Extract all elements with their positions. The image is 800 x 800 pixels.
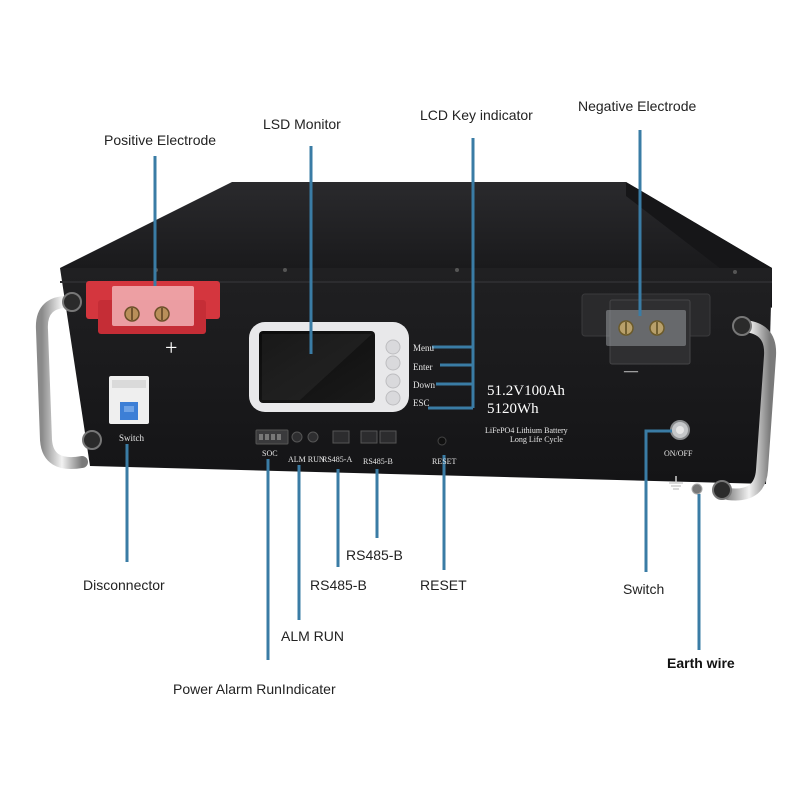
label-reset: RESET: [420, 577, 467, 593]
leader-lines: [125, 130, 701, 660]
label-rs485-b-upper: RS485-B: [346, 547, 403, 563]
ground-symbol: [669, 476, 683, 490]
label-switch: Switch: [623, 581, 665, 597]
left-handle: [35, 295, 88, 469]
plus-sign: +: [165, 335, 178, 360]
power-switch: [670, 420, 690, 440]
key-enter-label: Enter: [413, 362, 433, 372]
lcd-keys: [385, 339, 401, 406]
spec-chemistry: LiFePO4 Lithium Battery: [485, 426, 568, 435]
label-disconnector: Disconnector: [83, 577, 165, 593]
breaker-switch-label: Switch: [119, 433, 145, 443]
rs485-a-port: [332, 430, 350, 444]
leader-switch: [644, 429, 672, 572]
label-rs485-b-lower: RS485-B: [310, 577, 367, 593]
label-power-alarm: Power Alarm RunIndicater: [173, 681, 336, 697]
negative-terminal: [581, 293, 711, 365]
on-off-label: ON/OFF: [664, 449, 693, 458]
label-negative-electrode: Negative Electrode: [578, 98, 697, 114]
spec-voltage-capacity: 51.2V100Ah: [487, 383, 565, 399]
rs485-a-panel-label: RS485-A: [322, 455, 353, 464]
rs485-b-port: [360, 430, 397, 444]
spec-cycle: Long Life Cycle: [510, 435, 563, 444]
label-alm-run: ALM RUN: [281, 628, 345, 644]
circuit-breaker: [109, 376, 149, 424]
lcd-display: [249, 322, 409, 412]
reset-button: [437, 436, 447, 446]
spec-energy: 5120Wh: [487, 401, 539, 417]
right-handle: [722, 320, 777, 501]
minus-sign: —: [624, 364, 638, 379]
key-down-label: Down: [413, 380, 435, 390]
label-lsd-monitor: LSD Monitor: [263, 116, 341, 132]
rs485-b-panel-label: RS485-B: [363, 457, 393, 466]
label-positive-electrode: Positive Electrode: [104, 132, 217, 148]
key-esc-label: ESC: [413, 398, 430, 408]
reset-panel-label: RESET: [432, 457, 457, 466]
soc-label: SOC: [262, 449, 278, 458]
positive-terminal: [86, 281, 220, 334]
label-lcd-key-indicator: LCD Key indicator: [420, 107, 533, 123]
soc-indicator: [255, 429, 319, 445]
alm-run-panel-label: ALM RUN: [288, 455, 325, 464]
battery-top-panel: [60, 182, 772, 268]
lcd-key-bracket: [428, 138, 475, 410]
label-earth-wire: Earth wire: [667, 655, 735, 671]
key-menu-label: Menu: [413, 343, 434, 353]
